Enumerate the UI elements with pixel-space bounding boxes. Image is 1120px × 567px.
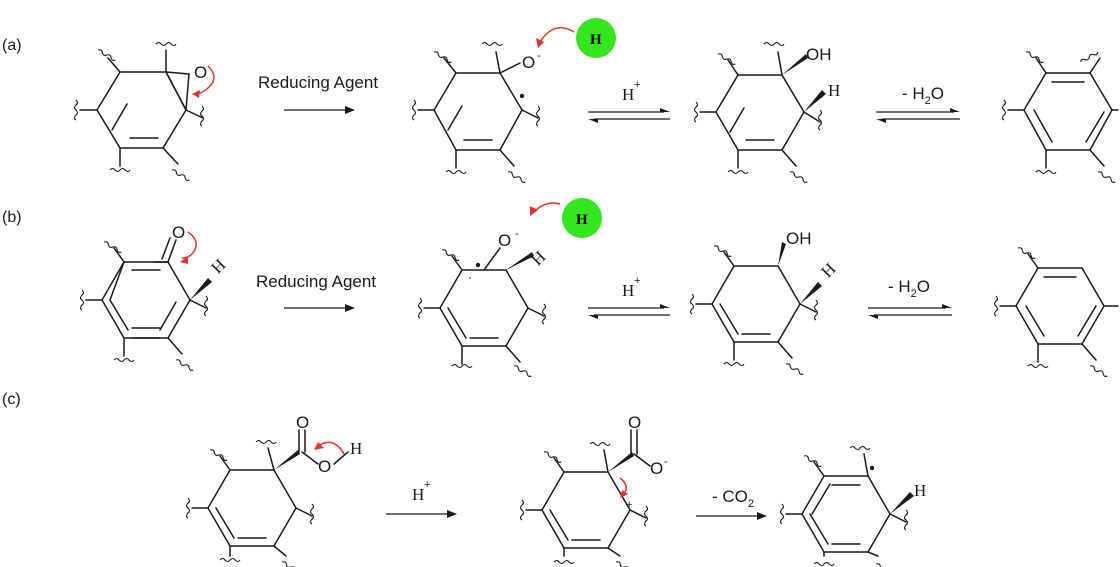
a-step3-equilibrium-arrow	[876, 108, 960, 123]
b1-oxygen: O	[172, 223, 185, 242]
panel-c-label: (c)	[2, 391, 21, 408]
c-step1-reagent: H	[412, 485, 424, 504]
svg-text:- H2O: - H2O	[902, 84, 944, 107]
b2-curly-arrow	[533, 202, 561, 213]
c-radical-product-molecule: H	[779, 445, 926, 567]
c1-carbonyl-oxygen: O	[296, 413, 309, 432]
b-step3-reagent: - H2O	[888, 277, 930, 300]
b2-hydrogen: H	[527, 247, 549, 269]
c-step2-reagent: - CO2	[712, 487, 754, 510]
a2-radical-dot	[519, 93, 525, 99]
b-alcohol-molecule: OH H	[689, 229, 840, 376]
panel-b-label: (b)	[2, 209, 22, 226]
b-hydrogen-atom-label: H	[576, 212, 588, 228]
b-step2-equilibrium-arrow	[588, 304, 670, 319]
c2-carbocation-charge: +	[626, 499, 632, 511]
b-ketone-molecule: O H	[79, 223, 230, 372]
svg-text:- CO2: - CO2	[712, 487, 754, 510]
b-step1-reagent: Reducing Agent	[256, 272, 376, 291]
c2-oxide-charge: -	[664, 456, 668, 468]
b-aromatic-product	[993, 246, 1119, 378]
a-step2-reagent: H	[622, 85, 634, 104]
a2-curly-arrow	[539, 27, 575, 43]
a-alkoxide-radical-molecule: O - H	[411, 18, 616, 184]
c3-hydrogen: H	[914, 481, 926, 500]
b-step3-equilibrium-arrow	[868, 304, 952, 319]
b2-oxide-charge: -	[515, 228, 519, 240]
a3-hydrogen: H	[828, 81, 840, 100]
a-hydrogen-atom-ball	[576, 18, 616, 58]
a-aromatic-product	[1001, 50, 1119, 184]
a3-hydroxyl: OH	[806, 45, 832, 64]
c2-carbonyl-oxygen: O	[628, 413, 641, 432]
b1-hydrogen: H	[207, 255, 229, 277]
b2-radical-dot	[475, 262, 481, 268]
a1-oxygen: O	[194, 63, 207, 82]
b3-hydrogen: H	[817, 259, 839, 281]
b-alkoxide-radical-molecule: O - H H	[417, 198, 602, 378]
c-carboxylate-cation-molecule: O O - +	[519, 413, 668, 567]
b2-oxygen: O	[498, 231, 511, 250]
c-carboxylic-acid-molecule: O O H	[185, 413, 362, 567]
a-step3-reagent: - H2O	[902, 84, 944, 107]
a2-oxide-charge: -	[537, 50, 541, 62]
c1-hydroxyl-oxygen: O	[318, 457, 331, 476]
c-step1-reagent-charge: +	[424, 479, 430, 491]
b-hydrogen-atom-ball	[562, 198, 602, 238]
a-step1-reagent: Reducing Agent	[258, 73, 378, 92]
b3-hydroxyl: OH	[786, 229, 812, 248]
a-step2-equilibrium-arrow	[588, 108, 670, 123]
c1-acid-hydrogen: H	[350, 439, 362, 458]
c3-radical-dot	[869, 465, 875, 471]
panel-a-label: (a)	[2, 37, 22, 54]
a-step2-reagent-charge: +	[634, 79, 640, 91]
svg-text:- H2O: - H2O	[888, 277, 930, 300]
a-epoxide-molecule: O	[73, 41, 215, 182]
a2-oxygen: O	[522, 53, 535, 72]
a-alcohol-molecule: OH H	[693, 41, 840, 184]
b1-curly-arrow	[181, 231, 197, 259]
b-step2-reagent: H	[622, 281, 634, 300]
c2-oxide-oxygen: O	[650, 459, 663, 478]
a-hydrogen-atom-label: H	[590, 32, 602, 48]
b-step2-reagent-charge: +	[634, 275, 640, 287]
